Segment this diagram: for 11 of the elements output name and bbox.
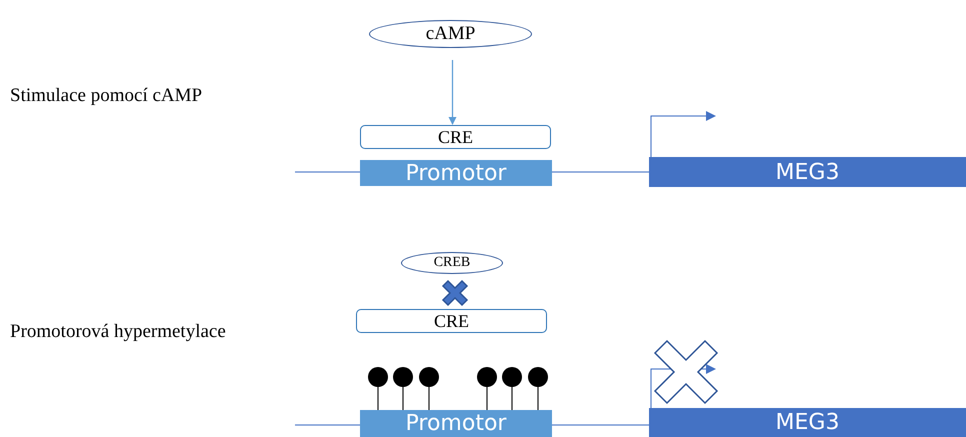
promoter-bar: Promotor bbox=[360, 410, 552, 437]
promoter-bar: Promotor bbox=[360, 160, 552, 186]
row-label: Promotorová hypermetylace bbox=[10, 321, 226, 343]
element-box: CRE bbox=[360, 125, 551, 149]
arrow bbox=[448, 60, 456, 125]
molecule-ellipse: CREB bbox=[401, 252, 503, 274]
row-label: Stimulace pomocí cAMP bbox=[10, 85, 202, 107]
gene-bar: MEG3 bbox=[649, 408, 966, 437]
element-box: CRE bbox=[356, 309, 547, 333]
molecule-ellipse: cAMP bbox=[369, 20, 532, 48]
gene-bar: MEG3 bbox=[649, 157, 966, 187]
